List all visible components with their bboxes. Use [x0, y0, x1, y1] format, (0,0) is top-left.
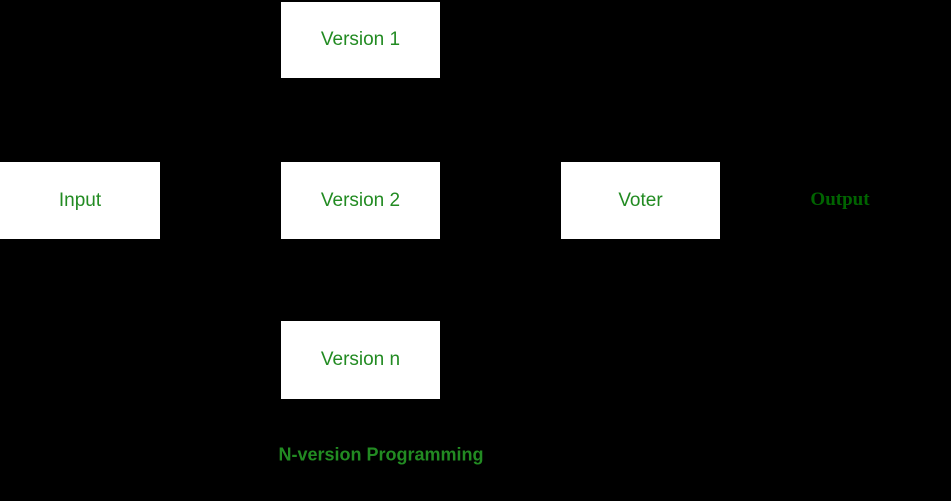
voter-label: Voter [618, 189, 663, 211]
input-label: Input [58, 189, 102, 211]
version-2-box: Version 2 [281, 162, 440, 239]
voter-box: Voter [561, 162, 720, 239]
version-1-label: Version 1 [320, 29, 401, 50]
version-1-box: Version 1 [281, 2, 440, 78]
diagram-caption: N-version Programming [278, 444, 484, 465]
version-2-label: Version 2 [320, 189, 401, 211]
version-n-label: Version n [320, 349, 401, 370]
input-box: Input [0, 162, 160, 239]
output-label: Output [810, 189, 870, 210]
version-n-box: Version n [281, 321, 440, 399]
